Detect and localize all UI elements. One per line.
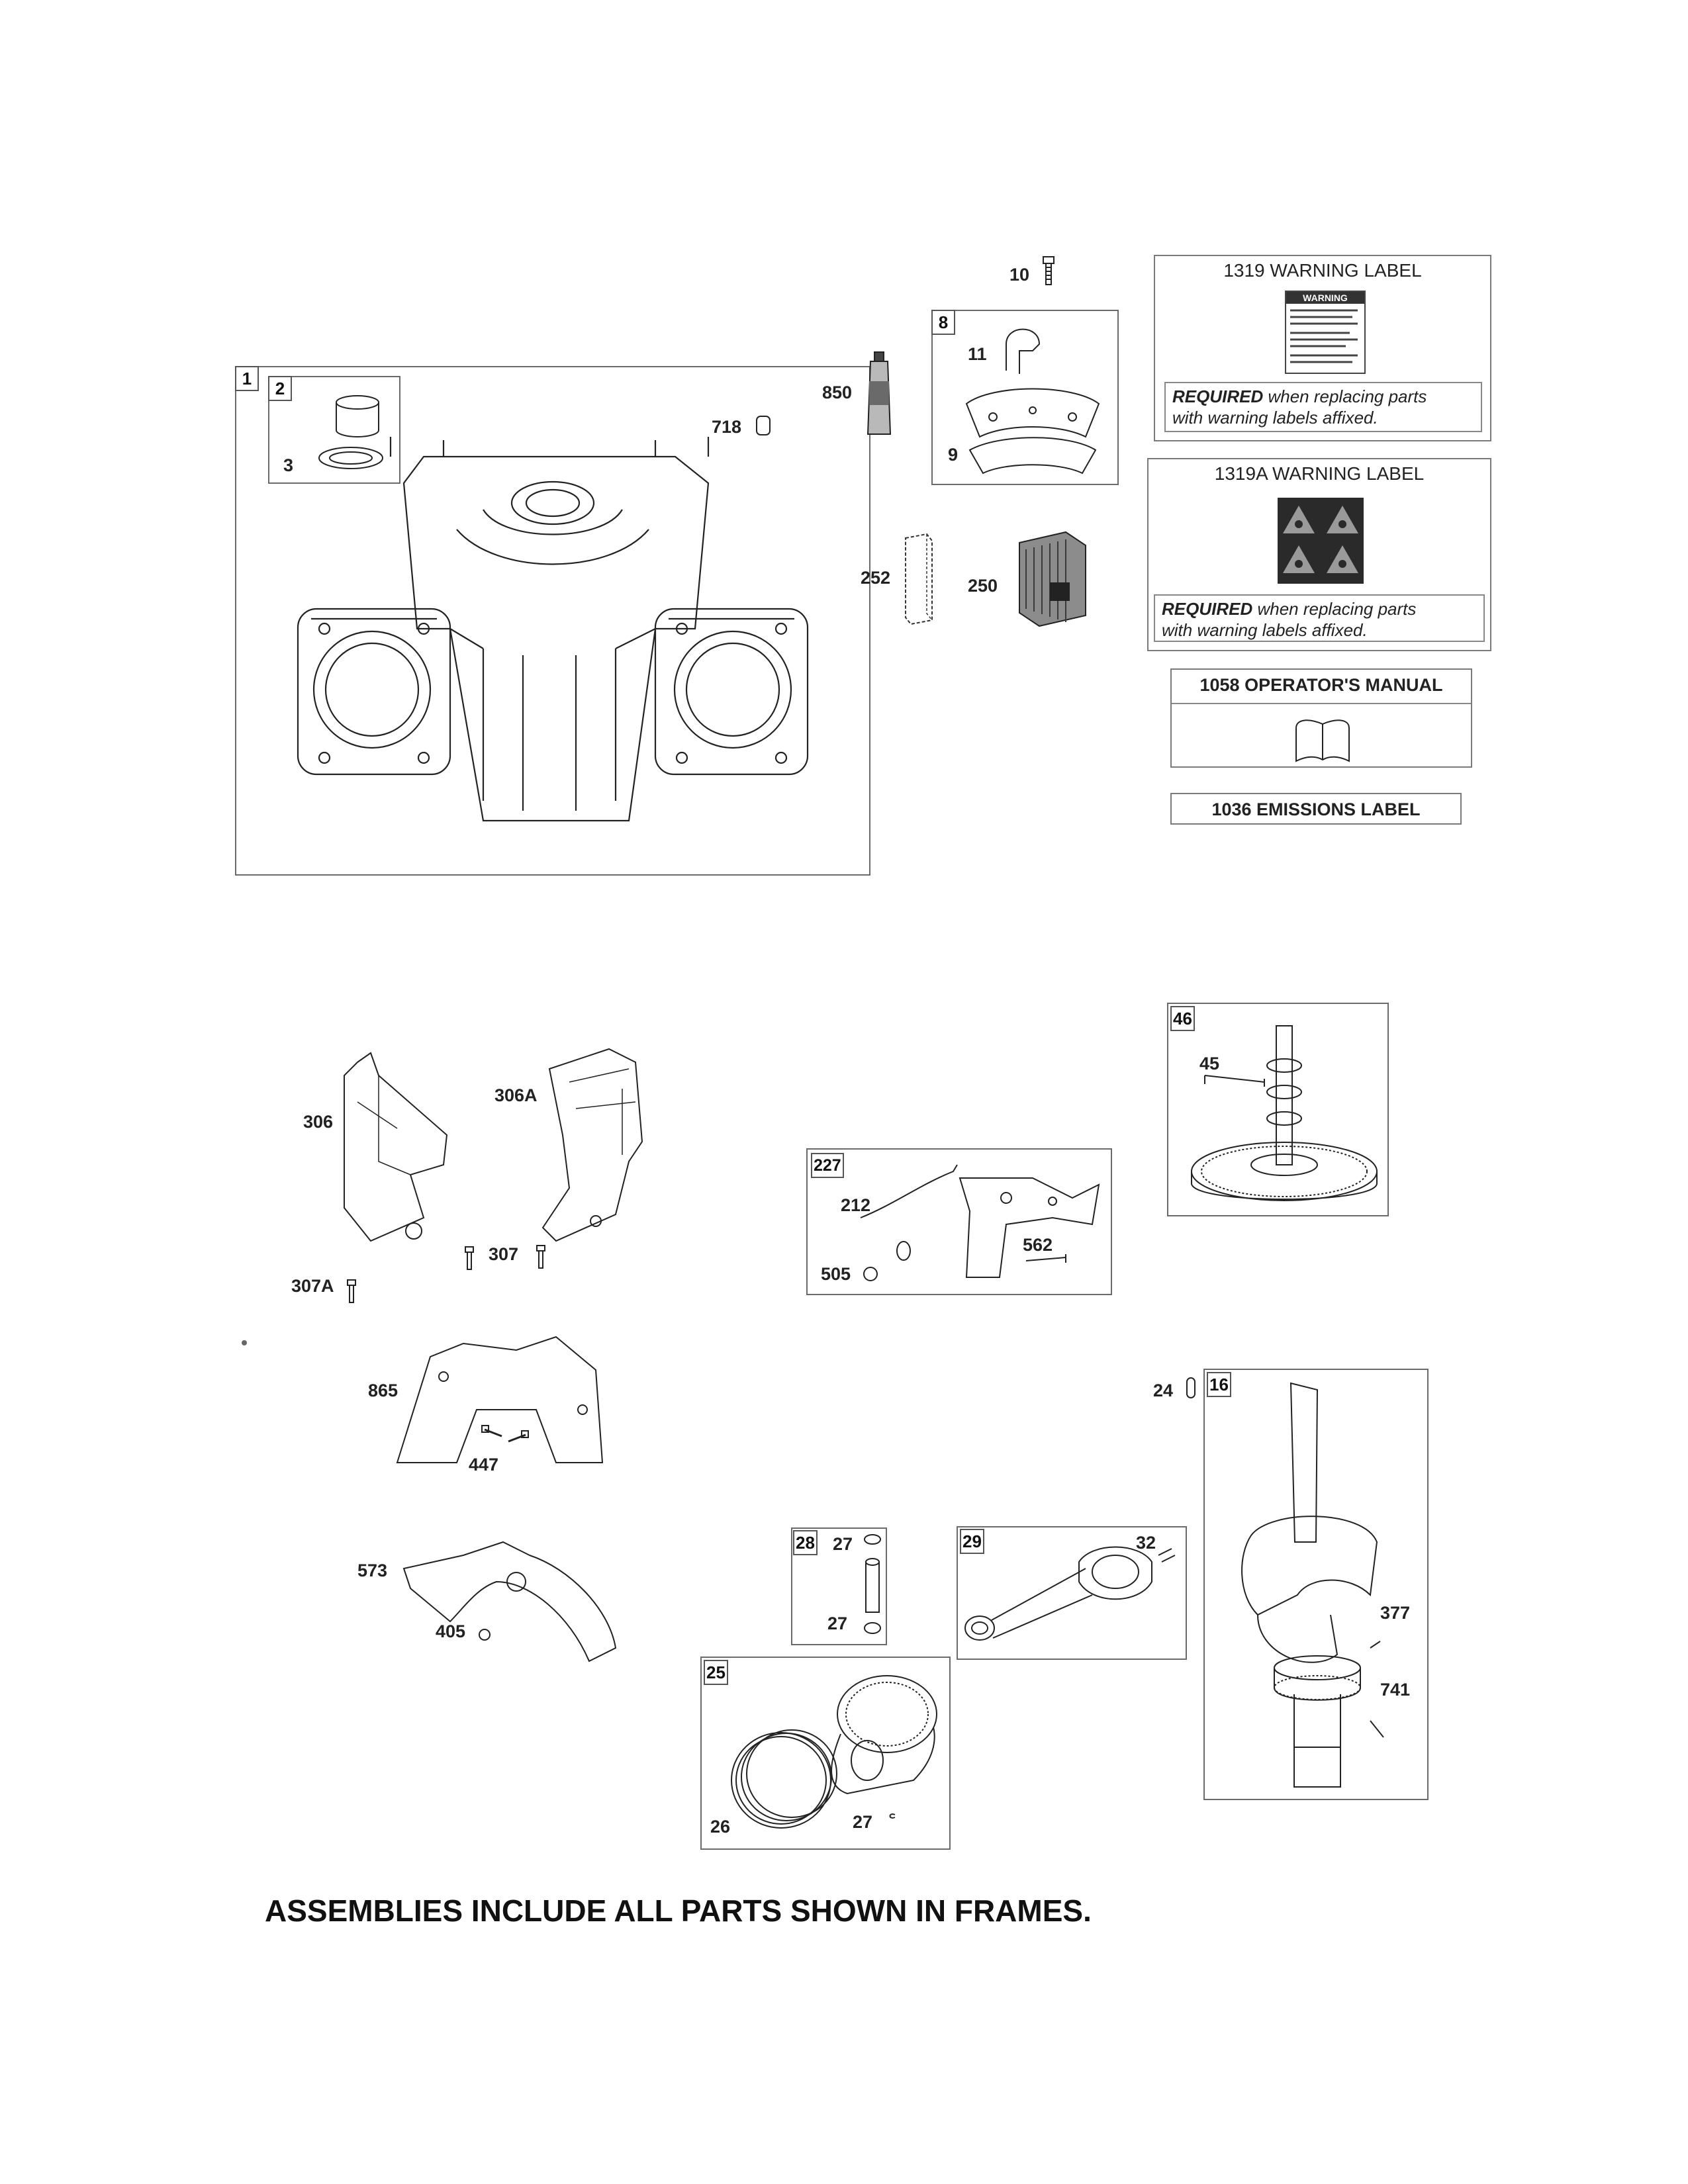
tag-16: 16 xyxy=(1207,1372,1231,1397)
screws-447-drawing xyxy=(482,1423,528,1449)
hazard-symbols-decal xyxy=(1278,498,1364,584)
tag-29: 29 xyxy=(960,1529,984,1554)
manual-book-icon xyxy=(1292,715,1353,762)
bearing-seal-drawing xyxy=(311,384,391,483)
callout-741: 741 xyxy=(1380,1680,1411,1700)
filter-250-drawing xyxy=(1013,529,1092,629)
label-1036-title: 1036 EMISSIONS LABEL xyxy=(1211,799,1421,819)
frame-8-breather xyxy=(931,310,1119,485)
callout-718: 718 xyxy=(712,417,742,437)
camshaft-drawing xyxy=(1185,1013,1383,1211)
callout-11: 11 xyxy=(968,344,987,364)
frame-16-crankshaft xyxy=(1203,1369,1429,1800)
frame-227-governor xyxy=(806,1148,1112,1295)
sealant-tube-850-drawing xyxy=(864,351,894,443)
callout-562: 562 xyxy=(1023,1235,1053,1255)
label-1036-box: 1036 EMISSIONS LABEL xyxy=(1170,793,1462,825)
label-1058-title: 1058 OPERATOR'S MANUAL xyxy=(1199,675,1443,695)
frame-1-cylinder-assembly xyxy=(235,366,870,876)
tag-28: 28 xyxy=(793,1530,818,1555)
tag-25: 25 xyxy=(704,1660,728,1685)
label-1319a-box: 1319A WARNING LABEL REQUIRED when replac… xyxy=(1147,458,1491,651)
crankshaft-drawing xyxy=(1231,1377,1390,1794)
callout-24: 24 xyxy=(1153,1381,1174,1400)
screw-307-drawing xyxy=(535,1244,547,1271)
callout-27-top: 27 xyxy=(833,1534,853,1554)
required-line2: with warning labels affixed. xyxy=(1172,408,1378,428)
callout-252: 252 xyxy=(861,568,891,588)
frame-2-bearing-seal xyxy=(268,376,400,484)
shroud-306-drawing xyxy=(331,1049,463,1261)
callout-250: 250 xyxy=(968,576,998,596)
callout-212: 212 xyxy=(841,1195,871,1215)
label-1319a-required-note: REQUIRED when replacing parts with warni… xyxy=(1154,594,1485,642)
governor-drawing xyxy=(854,1158,1105,1291)
baffle-573-drawing xyxy=(397,1529,622,1668)
breather-drawing xyxy=(953,311,1112,477)
shroud-306a-drawing xyxy=(530,1042,662,1248)
callout-45: 45 xyxy=(1199,1054,1220,1073)
frame-29-connecting-rod xyxy=(957,1526,1187,1660)
required-line2: with warning labels affixed. xyxy=(1162,620,1368,640)
callout-865: 865 xyxy=(368,1381,399,1400)
decal-heading: WARNING xyxy=(1286,292,1364,304)
callout-573: 573 xyxy=(357,1561,388,1580)
piston-drawing xyxy=(715,1661,947,1846)
callout-307a: 307A xyxy=(291,1276,334,1296)
connecting-rod-drawing xyxy=(960,1542,1178,1658)
frame-28-piston-pin xyxy=(791,1527,887,1645)
label-1319a-title: 1319A WARNING LABEL xyxy=(1214,463,1425,484)
required-bold: REQUIRED xyxy=(1172,387,1264,406)
callout-10: 10 xyxy=(1009,265,1030,285)
tag-46: 46 xyxy=(1170,1006,1195,1031)
stray-mark xyxy=(242,1340,247,1345)
required-rest: when replacing parts xyxy=(1263,387,1427,406)
screw-307a-drawing xyxy=(346,1279,357,1305)
required-rest: when replacing parts xyxy=(1252,599,1417,619)
tag-227: 227 xyxy=(811,1153,844,1178)
callout-32: 32 xyxy=(1136,1533,1156,1553)
callout-27-bottom: 27 xyxy=(827,1614,848,1633)
decal-text-lines xyxy=(1290,309,1358,363)
frame-46-camshaft xyxy=(1167,1003,1389,1216)
callout-306a: 306A xyxy=(494,1085,538,1105)
label-1058-box: 1058 OPERATOR'S MANUAL xyxy=(1170,668,1472,768)
callout-377: 377 xyxy=(1380,1603,1411,1623)
callout-26: 26 xyxy=(710,1817,731,1837)
piston-pin-drawing xyxy=(861,1533,884,1639)
baffle-865-drawing xyxy=(391,1330,609,1482)
callout-307: 307 xyxy=(489,1244,519,1264)
callout-9: 9 xyxy=(948,445,959,465)
callout-3: 3 xyxy=(283,455,294,475)
screw-405-drawing xyxy=(477,1627,492,1643)
callout-850: 850 xyxy=(822,383,853,402)
callout-505: 505 xyxy=(821,1264,851,1284)
tag-2: 2 xyxy=(268,376,292,401)
label-1319-title: 1319 WARNING LABEL xyxy=(1223,260,1422,281)
bolt-10-drawing xyxy=(1041,255,1056,287)
screw-307-b-drawing xyxy=(463,1246,475,1272)
label-1319-box: 1319 WARNING LABEL WARNING REQUIRED when… xyxy=(1154,255,1491,441)
label-1058-divider xyxy=(1172,703,1471,704)
tag-8: 8 xyxy=(931,310,955,335)
callout-306: 306 xyxy=(303,1112,334,1132)
label-1319-required-note: REQUIRED when replacing parts with warni… xyxy=(1164,382,1482,432)
callout-27-clip: 27 xyxy=(853,1812,873,1832)
callout-405: 405 xyxy=(436,1621,466,1641)
frame-25-piston xyxy=(700,1657,951,1850)
callout-447: 447 xyxy=(469,1455,499,1475)
label-1319-decal: WARNING xyxy=(1285,291,1366,374)
tag-1: 1 xyxy=(235,366,259,391)
pin-718-drawing xyxy=(755,413,773,438)
filter-252-drawing xyxy=(900,533,937,625)
key-24-drawing xyxy=(1185,1377,1197,1399)
assemblies-note: ASSEMBLIES INCLUDE ALL PARTS SHOWN IN FR… xyxy=(265,1893,1092,1928)
required-bold: REQUIRED xyxy=(1162,599,1253,619)
cylinder-block-drawing xyxy=(285,430,847,854)
